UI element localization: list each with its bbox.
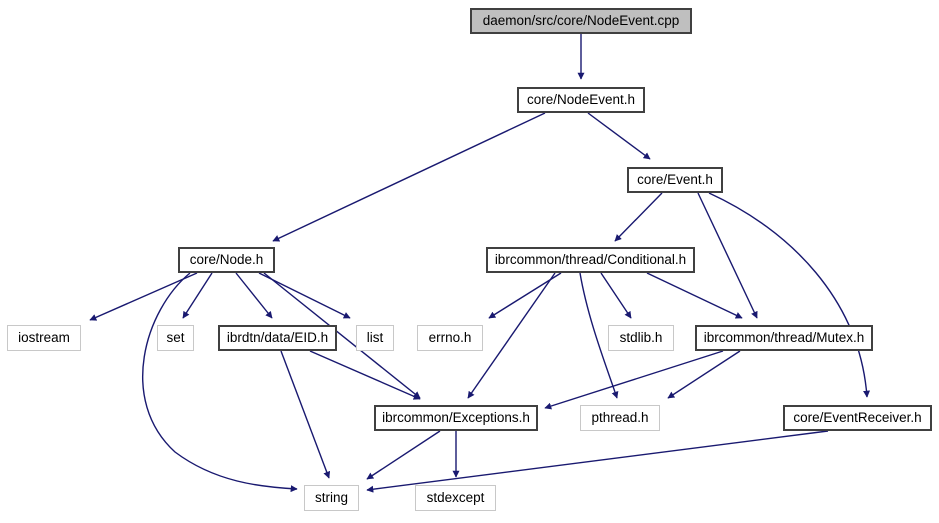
dependency-edge: [366, 430, 441, 480]
dependency-edge: [280, 350, 331, 479]
graph-node-ibrcommon-thread-mutex-h[interactable]: ibrcommon/thread/Mutex.h: [695, 325, 873, 351]
graph-node-pthread-h[interactable]: pthread.h: [580, 405, 660, 431]
dependency-edge: [309, 350, 421, 400]
edge-group: [89, 34, 871, 493]
dependency-edge: [263, 272, 421, 399]
graph-node-label: ibrcommon/thread/Conditional.h: [494, 252, 687, 268]
graph-node-label: ibrcommon/thread/Mutex.h: [703, 330, 865, 346]
dependency-edge: [366, 430, 829, 493]
dependency-edge: [587, 112, 651, 160]
graph-node-core-node-h[interactable]: core/Node.h: [178, 247, 275, 273]
graph-node-core-nodeevent-h[interactable]: core/NodeEvent.h: [517, 87, 645, 113]
graph-node-label: set: [166, 330, 185, 346]
graph-node-stdlib-h[interactable]: stdlib.h: [608, 325, 674, 351]
graph-node-daemon-src-core-nodeevent-cpp[interactable]: daemon/src/core/NodeEvent.cpp: [470, 8, 692, 34]
graph-node-label: daemon/src/core/NodeEvent.cpp: [482, 13, 680, 29]
graph-node-ibrcommon-exceptions-h[interactable]: ibrcommon/Exceptions.h: [374, 405, 538, 431]
graph-node-errno-h[interactable]: errno.h: [417, 325, 483, 351]
dependency-edge: [614, 192, 663, 242]
dependency-edge: [467, 272, 556, 399]
dependency-edge: [544, 350, 724, 410]
graph-node-ibrcommon-thread-conditional-h[interactable]: ibrcommon/thread/Conditional.h: [486, 247, 695, 273]
dependency-edge: [708, 192, 871, 398]
graph-node-core-eventreceiver-h[interactable]: core/EventReceiver.h: [783, 405, 932, 431]
dependency-edge: [182, 272, 213, 319]
dependency-edge: [142, 272, 298, 493]
graph-node-ibrdtn-data-eid-h[interactable]: ibrdtn/data/EID.h: [218, 325, 337, 351]
graph-node-label: errno.h: [428, 330, 472, 346]
graph-node-label: string: [314, 490, 348, 506]
graph-node-label: pthread.h: [591, 410, 649, 426]
graph-node-set[interactable]: set: [157, 325, 194, 351]
graph-node-label: core/Event.h: [637, 172, 713, 188]
dependency-edge: [579, 272, 619, 399]
graph-node-label: core/NodeEvent.h: [526, 92, 636, 108]
dependency-edge: [646, 272, 743, 319]
dependency-edge: [235, 272, 273, 319]
graph-node-label: ibrcommon/Exceptions.h: [382, 410, 530, 426]
graph-node-label: iostream: [18, 330, 70, 346]
dependency-edge: [600, 272, 632, 319]
graph-node-label: stdexcept: [426, 490, 485, 506]
graph-node-label: stdlib.h: [619, 330, 663, 346]
dependency-edge: [89, 272, 198, 321]
dependency-edge: [272, 112, 546, 242]
graph-node-label: core/Node.h: [189, 252, 264, 268]
graph-node-label: core/EventReceiver.h: [793, 410, 922, 426]
dependency-edge: [667, 350, 741, 399]
graph-node-core-event-h[interactable]: core/Event.h: [627, 167, 723, 193]
dependency-edge: [697, 192, 758, 319]
graph-node-list[interactable]: list: [356, 325, 394, 351]
graph-node-label: list: [366, 330, 384, 346]
graph-node-string[interactable]: string: [304, 485, 359, 511]
graph-node-label: ibrdtn/data/EID.h: [226, 330, 329, 346]
graph-node-stdexcept[interactable]: stdexcept: [415, 485, 496, 511]
graph-node-iostream[interactable]: iostream: [7, 325, 81, 351]
